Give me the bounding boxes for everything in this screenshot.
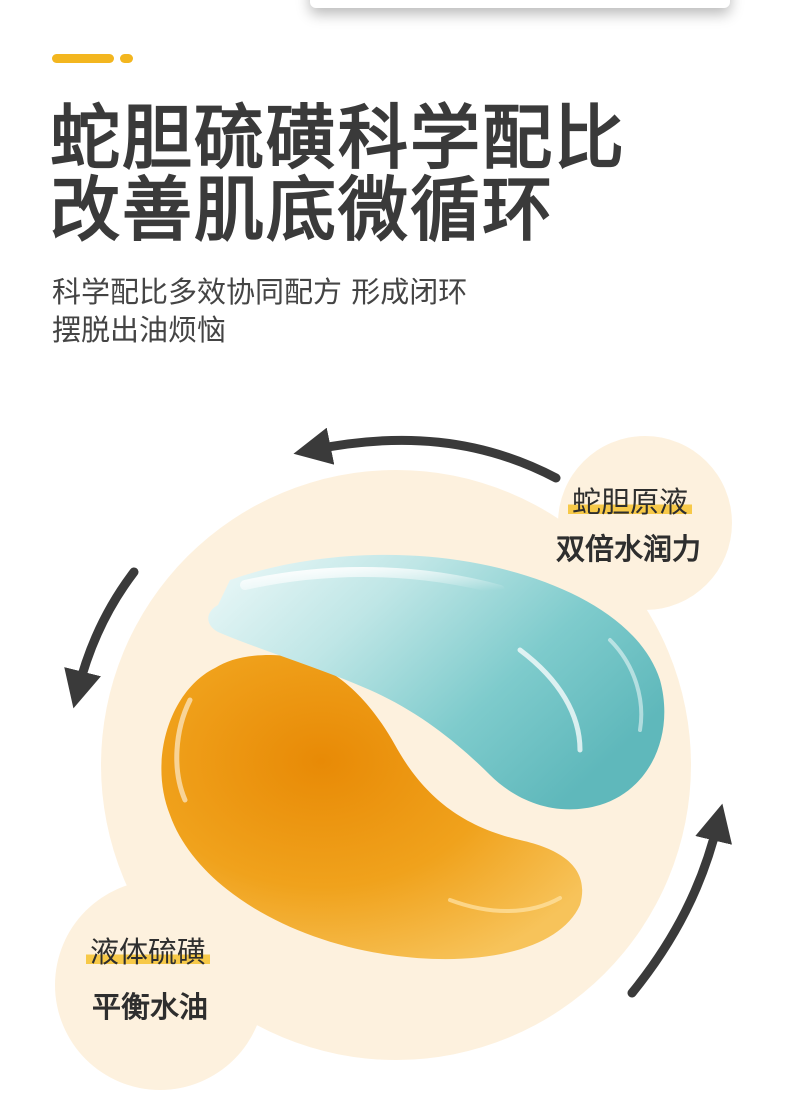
blue-gel-highlight	[517, 647, 583, 753]
top-card-edge	[310, 0, 730, 8]
headline: 蛇胆硫磺科学配比 改善肌底微循环	[50, 102, 626, 246]
cycle-arrow-icon	[64, 567, 139, 709]
orange-gel-highlight	[448, 896, 562, 913]
orange-gel-title: 液体硫磺	[86, 935, 211, 969]
orange-gel-benefit: 平衡水油	[92, 990, 209, 1024]
headline-line-1: 蛇胆硫磺科学配比	[50, 97, 626, 179]
blue-gel-swatch	[208, 554, 665, 810]
subheadline: 科学配比多效协同配方 形成闭环 摆脱出油烦恼	[52, 273, 467, 349]
blue-label-circle	[558, 436, 732, 610]
blue-gel-highlight	[608, 638, 644, 732]
accent-bar	[52, 54, 114, 63]
blue-gel-highlight	[240, 567, 505, 595]
accent-dot	[120, 54, 133, 63]
subheadline-line-2: 摆脱出油烦恼	[52, 313, 227, 347]
subheadline-line-1: 科学配比多效协同配方 形成闭环	[52, 275, 468, 309]
cycle-arrow-icon	[627, 803, 733, 998]
orange-label-circle	[55, 880, 265, 1090]
cycle-arrow-icon	[293, 427, 561, 483]
orange-gel-swatch	[161, 655, 583, 960]
blue-gel-benefit: 双倍水润力	[556, 532, 702, 566]
orange-gel-highlight	[174, 697, 193, 803]
blue-gel-title: 蛇胆原液	[568, 485, 693, 519]
headline-line-2: 改善肌底微循环	[50, 169, 554, 251]
